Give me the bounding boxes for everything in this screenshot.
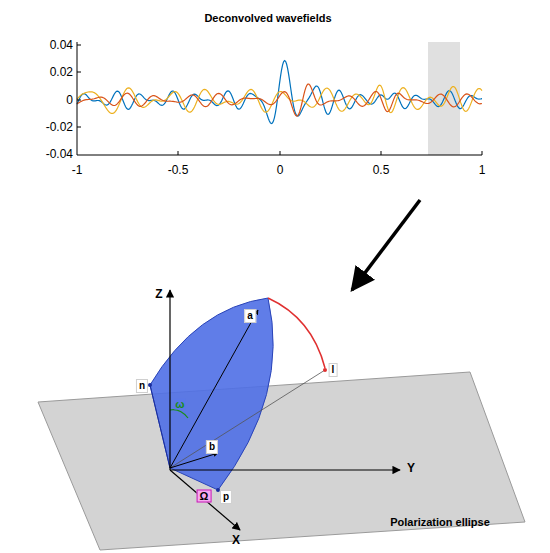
minor-axis — [170, 453, 218, 468]
tick-label: -0.02 — [46, 121, 73, 133]
tick-label: 0.5 — [373, 164, 390, 176]
tick-label: 0 — [66, 94, 73, 106]
tick-label: 1 — [479, 164, 486, 176]
pointer-arrow — [352, 200, 420, 290]
major-axis — [170, 310, 258, 468]
figure-caption: Polarization ellipse — [390, 517, 490, 528]
point-label: a — [244, 309, 256, 323]
normal-point — [148, 383, 152, 387]
point-label: n — [136, 379, 148, 393]
coordinate-axes — [170, 290, 400, 530]
projection-arc — [268, 298, 325, 368]
axis-label: Z — [155, 288, 162, 300]
projection-point — [323, 368, 327, 372]
point-label: b — [206, 440, 218, 454]
wavefield-trace — [77, 85, 482, 113]
tick-label: -0.5 — [168, 164, 189, 176]
normal-line — [150, 385, 170, 468]
angle-label: ω — [174, 399, 185, 410]
tick-label: 0 — [277, 164, 284, 176]
axis-label: X — [232, 534, 240, 546]
tick-label: -1 — [72, 164, 83, 176]
projection-line — [170, 370, 325, 468]
angle-label: Ω — [197, 490, 212, 503]
tick-label: -0.04 — [46, 148, 73, 160]
axis-label: Y — [407, 462, 415, 474]
chart-axes — [77, 42, 482, 155]
wavefield-traces — [77, 61, 482, 124]
horizontal-plane — [38, 372, 525, 550]
polarization-ellipse — [150, 298, 273, 490]
point-label: l — [329, 363, 338, 377]
wavefield-trace — [77, 84, 482, 116]
angle-arc — [170, 410, 188, 418]
tick-label: 0.04 — [50, 39, 73, 51]
wavefield-trace — [77, 61, 482, 124]
point-label: p — [220, 490, 232, 504]
tick-label: 0.02 — [50, 66, 73, 78]
chart-title: Deconvolved wavefields — [204, 13, 331, 24]
